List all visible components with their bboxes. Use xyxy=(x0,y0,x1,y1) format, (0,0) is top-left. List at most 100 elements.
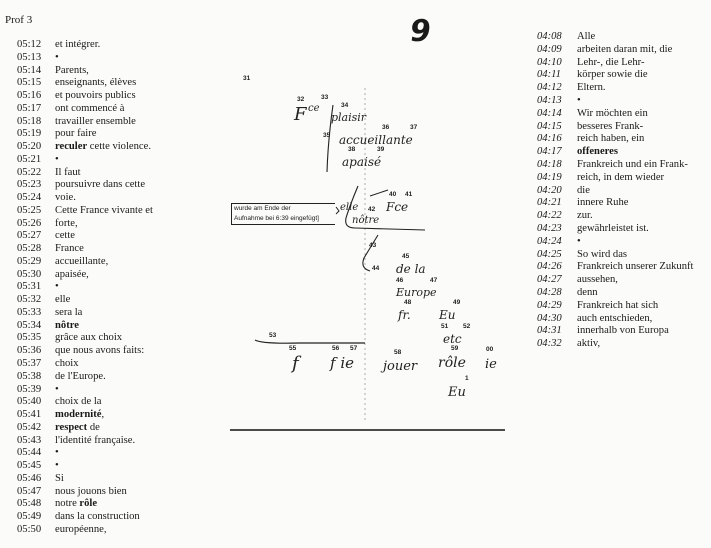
transcript-text: Alle xyxy=(577,31,595,43)
note-number: 38 xyxy=(348,146,356,153)
transcript-text: Eltern. xyxy=(577,82,606,94)
note-number: 34 xyxy=(341,102,349,109)
timestamp: 05:40 xyxy=(17,396,42,408)
text-span: Lehr-, die Lehr- xyxy=(577,56,645,68)
text-span: Frankreich unserer Zukunft xyxy=(577,261,694,273)
transcript-text: et intégrer. xyxy=(55,39,100,51)
timestamp: 04:16 xyxy=(537,133,562,145)
note-number: 51 xyxy=(441,323,449,330)
emphasized-word: reculer xyxy=(55,141,88,153)
timestamp: 04:13 xyxy=(537,95,562,106)
text-span: • xyxy=(55,51,59,63)
text-span: européenne, xyxy=(55,523,107,535)
handwritten-note: f xyxy=(292,353,299,374)
note-number: 43 xyxy=(369,242,377,249)
transcript-text: elle xyxy=(55,294,70,306)
timestamp: 05:42 xyxy=(17,421,42,433)
timestamp: 05:27 xyxy=(17,230,42,242)
timestamp: 05:49 xyxy=(17,511,42,523)
timestamp: 04:31 xyxy=(537,325,562,337)
note-number: 47 xyxy=(430,277,438,284)
handwritten-note: F xyxy=(294,104,307,125)
timestamp: 04:09 xyxy=(537,43,562,55)
timestamp: 05:36 xyxy=(17,345,42,357)
handwritten-note: jouer xyxy=(383,359,418,374)
timestamp: 05:23 xyxy=(17,179,42,191)
note-number: 00 xyxy=(486,346,494,353)
text-span: Wir möchten ein xyxy=(577,107,648,119)
transcript-text: notre rôle xyxy=(55,498,97,510)
transcript-text: Frankreich hat sich xyxy=(577,300,658,312)
transcript-text: So wird das xyxy=(577,249,627,261)
transcript-text: Frankreich und ein Frank- xyxy=(577,159,688,171)
bracket-stroke xyxy=(345,185,426,231)
timestamp: 05:46 xyxy=(17,472,42,484)
timestamp: 04:23 xyxy=(537,223,562,234)
handwritten-note: apaisé xyxy=(342,155,382,169)
transcript-text: Wir möchten ein xyxy=(577,108,648,120)
transcript-text: Cette France vivante et xyxy=(55,205,153,217)
underline-stroke xyxy=(254,339,365,344)
text-span: • xyxy=(55,281,59,293)
timestamp: 04:20 xyxy=(537,184,562,196)
note-number: 58 xyxy=(394,349,402,356)
transcript-text: grâce aux choix xyxy=(55,332,122,344)
note-number: 37 xyxy=(410,124,418,131)
timestamp: 05:31 xyxy=(17,281,42,293)
timestamp: 05:20 xyxy=(17,141,42,153)
transcript-text: que nous avons faits: xyxy=(55,345,144,357)
transcript-text: ont commencé à xyxy=(55,103,124,115)
handwritten-note: plaisir xyxy=(331,111,367,124)
typed-note-line: wurde am Ende der xyxy=(234,205,291,212)
text-span: • xyxy=(55,153,59,165)
emphasized-word: nôtre xyxy=(55,319,79,331)
note-number: 45 xyxy=(402,253,410,260)
timestamp: 04:27 xyxy=(537,274,562,286)
transcript-text: voie. xyxy=(55,192,76,204)
transcript-text: Lehr-, die Lehr- xyxy=(577,57,645,69)
timestamp: 05:24 xyxy=(17,192,42,204)
text-span: apaisée, xyxy=(55,268,89,280)
emphasized-word: offeneres xyxy=(577,146,618,158)
transcript-text: offeneres xyxy=(577,146,618,158)
timestamp: 05:13 xyxy=(17,51,42,63)
timestamp: 04:28 xyxy=(537,287,562,298)
text-span: • xyxy=(577,235,581,247)
text-span: Alle xyxy=(577,31,596,42)
timestamp: 05:34 xyxy=(17,319,42,331)
text-span: et intégrer. xyxy=(55,39,101,50)
transcript-text: • xyxy=(577,236,581,248)
handwritten-note: Eu xyxy=(448,385,466,400)
note-number: 56 xyxy=(332,345,340,352)
text-span: Si xyxy=(55,472,64,484)
timestamp: 05:12 xyxy=(17,39,42,50)
timestamp: 04:30 xyxy=(537,312,562,324)
arrow-stroke xyxy=(335,206,340,215)
note-number: 52 xyxy=(463,323,471,330)
bracket-stroke xyxy=(362,234,379,272)
handwritten-note: Fce xyxy=(386,200,409,214)
timestamp: 05:41 xyxy=(17,409,42,421)
timestamp: 04:25 xyxy=(537,248,562,260)
timestamp: 04:11 xyxy=(537,69,561,81)
transcript-text: • xyxy=(55,52,59,64)
text-span: notre xyxy=(55,498,80,510)
text-span: • xyxy=(577,95,581,106)
note-number: 49 xyxy=(453,299,461,306)
note-number: 33 xyxy=(321,94,329,101)
timestamp: 05:19 xyxy=(17,128,42,140)
timestamp: 05:16 xyxy=(17,90,42,102)
transcript-text: de l'Europe. xyxy=(55,371,106,383)
timestamp: 04:26 xyxy=(537,261,562,273)
transcript-text: Parents, xyxy=(55,65,89,77)
transcript-text: cette xyxy=(55,230,75,242)
text-span: travailler ensemble xyxy=(55,115,136,127)
timestamp: 04:19 xyxy=(537,171,562,183)
timestamp: 05:45 xyxy=(17,460,42,472)
transcript-text: sera la xyxy=(55,307,82,319)
text-span: die xyxy=(577,184,590,196)
timestamp: 05:26 xyxy=(17,217,42,229)
text-span: cette violence. xyxy=(87,141,151,153)
text-span: choix de la xyxy=(55,396,102,408)
